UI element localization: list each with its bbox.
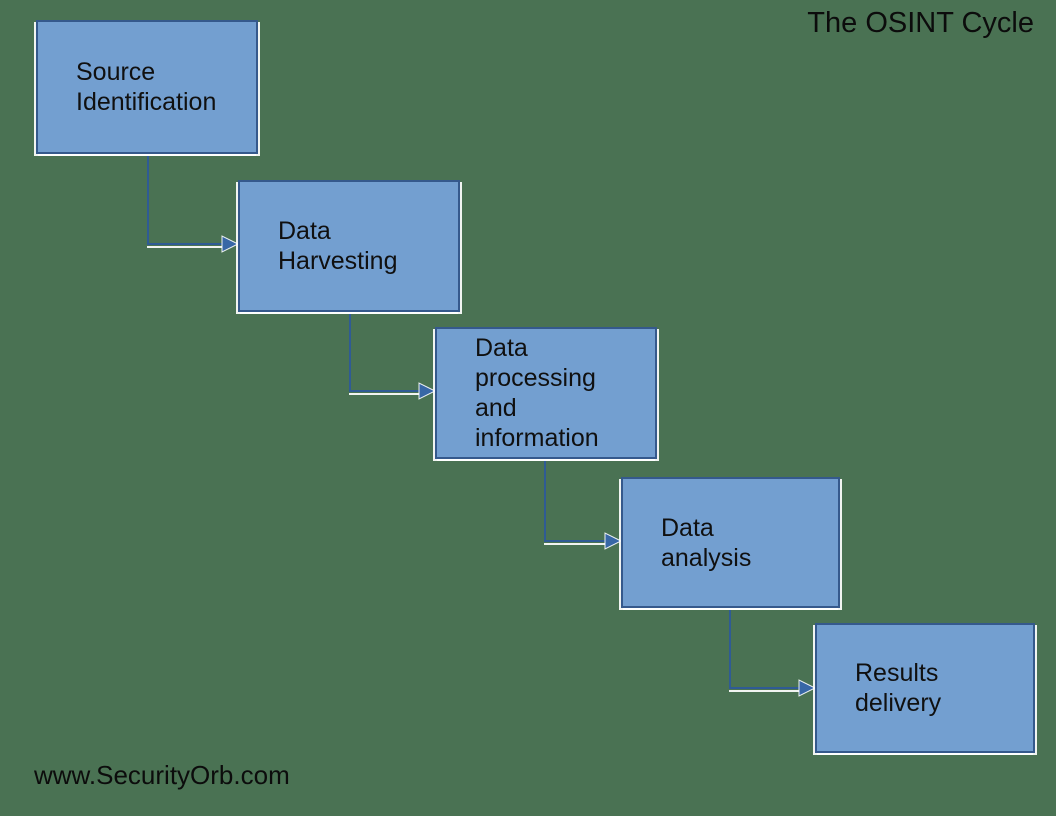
connector-line — [349, 311, 420, 392]
flow-step-label-line: Data — [278, 217, 331, 245]
arrowhead — [221, 235, 240, 253]
flow-step-label-line: and — [475, 394, 517, 422]
flow-step-label-line: Identification — [76, 88, 217, 116]
arrowhead — [604, 532, 623, 550]
arrowhead — [798, 679, 817, 697]
connector-source-identification-to-data-harvesting — [147, 154, 240, 253]
flow-step-label-line: processing — [475, 364, 596, 392]
connector-line — [729, 607, 800, 689]
flow-step-label-line: Results — [855, 659, 939, 687]
connector-data-processing-to-data-analysis — [544, 458, 623, 550]
connector-line — [544, 458, 606, 542]
connector-data-harvesting-to-data-processing — [349, 311, 437, 400]
connector-line — [147, 154, 223, 245]
diagram-title: The OSINT Cycle — [807, 7, 1034, 39]
flow-step-label-line: delivery — [855, 689, 942, 717]
arrowhead — [418, 382, 437, 400]
flow-step-label-line: information — [475, 424, 599, 452]
flow-step-label-line: Data — [475, 334, 528, 362]
website-watermark: www.SecurityOrb.com — [34, 760, 290, 790]
flow-step-label-line: Harvesting — [278, 247, 398, 275]
flow-step-label-line: Data — [661, 513, 714, 542]
flow-step-label-line: Source — [76, 58, 156, 86]
flow-step-label-line: analysis — [661, 543, 752, 572]
connector-data-analysis-to-results-delivery — [729, 607, 817, 697]
